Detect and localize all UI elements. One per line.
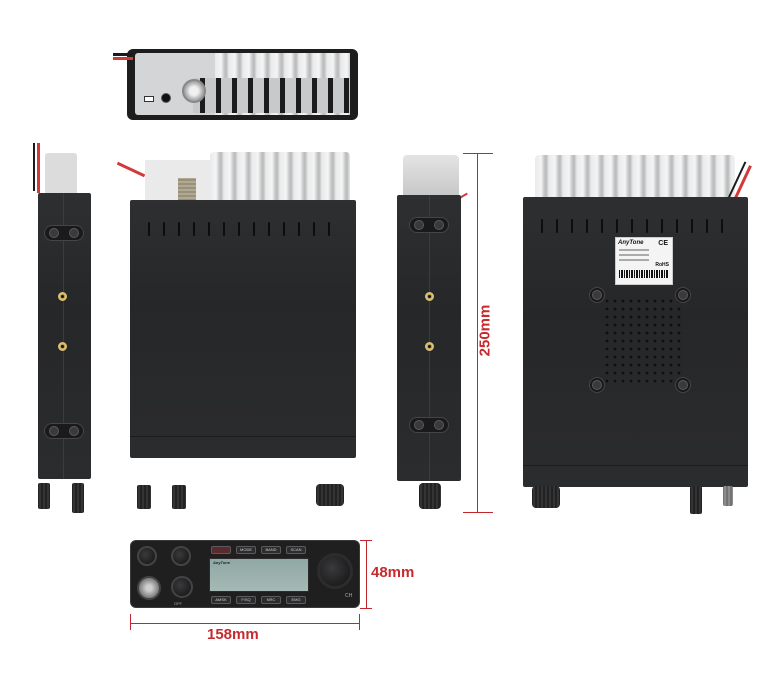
- power-wire-red: [113, 57, 133, 60]
- squelch-knob: [171, 546, 191, 566]
- volume-knob: [137, 546, 157, 566]
- rear-panel-view: [113, 49, 358, 120]
- amsk-button: AMSK: [211, 596, 231, 604]
- volume-knob: [137, 485, 151, 509]
- top-view: [116, 152, 370, 512]
- width-label: 158mm: [207, 626, 259, 643]
- right-side-view: [395, 155, 475, 515]
- power-label: OFF: [174, 601, 182, 606]
- squelch-knob: [172, 485, 186, 509]
- channel-knob: [317, 553, 353, 589]
- scan-button: SCAN: [286, 546, 306, 554]
- barcode: [619, 270, 669, 278]
- rohs-mark: RoHS: [655, 262, 669, 268]
- antenna-connector-icon: [178, 178, 196, 200]
- bottom-view: AnyTone CE RoHS: [518, 150, 768, 515]
- product-label-sticker: AnyTone CE RoHS: [615, 237, 673, 285]
- rear-heatsink: [135, 53, 350, 115]
- band-button: BAND: [261, 546, 281, 554]
- nrc-button: NRC: [261, 596, 281, 604]
- usb-port-icon: [144, 96, 154, 102]
- ce-mark: CE: [658, 240, 668, 247]
- depth-label: 250mm: [476, 304, 494, 357]
- speaker-grille: [603, 297, 683, 387]
- front-panel-view: OFF MODE BAND SCAN AnyTone AMSK F/SQ NRC…: [130, 540, 360, 608]
- audio-jack-icon: [161, 93, 171, 103]
- height-label: 48mm: [371, 564, 415, 581]
- mic-connector: [137, 576, 161, 600]
- channel-label: CH: [345, 593, 353, 599]
- lcd-display: AnyTone: [209, 558, 309, 592]
- left-side-view: [25, 143, 95, 513]
- display-brand: AnyTone: [213, 560, 230, 565]
- sticker-brand: AnyTone: [618, 240, 644, 246]
- power-button: [211, 546, 231, 554]
- channel-knob: [316, 484, 344, 506]
- antenna-connector-icon: [182, 79, 206, 103]
- fsq-button: F/SQ: [236, 596, 256, 604]
- emg-button: EMG: [286, 596, 306, 604]
- mode-button: MODE: [236, 546, 256, 554]
- power-wire-black: [113, 53, 133, 56]
- power-knob: [171, 576, 193, 598]
